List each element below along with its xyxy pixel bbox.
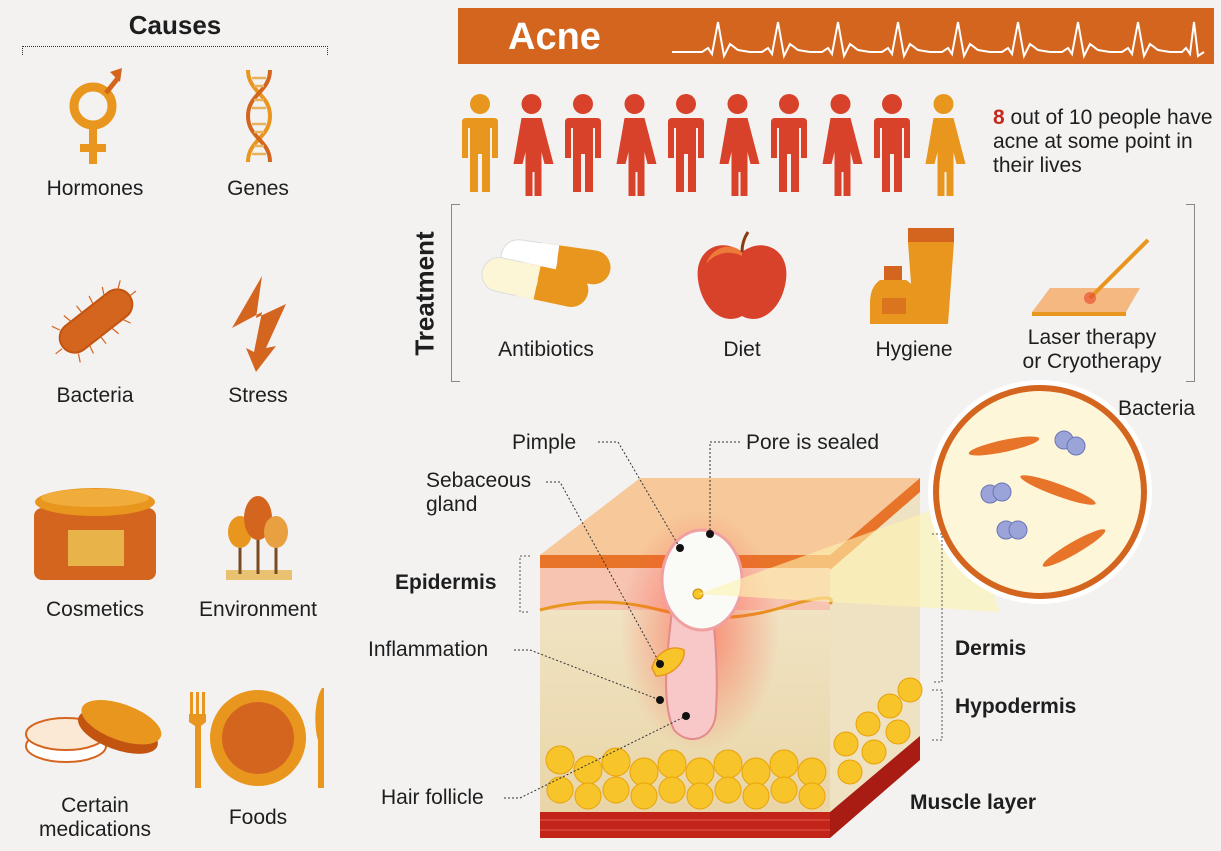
- laser-icon: [1032, 238, 1150, 316]
- label-pore-sealed: Pore is sealed: [746, 431, 880, 454]
- treatment-bracket-left: [451, 204, 460, 382]
- cause-label-environment: Environment: [199, 598, 317, 621]
- cause-label-genes: Genes: [227, 177, 289, 200]
- statistic-text: out of 10 people have acne at some point…: [993, 106, 1213, 177]
- person-with-acne-icon: [668, 94, 704, 192]
- causes-title: Causes: [128, 10, 222, 40]
- label-hair-follicle: Hair follicle: [381, 786, 484, 809]
- cause-label-cosmetics: Cosmetics: [45, 598, 145, 621]
- person-with-acne-icon: [822, 94, 863, 196]
- person-with-acne-icon: [719, 94, 760, 196]
- treatment-label-hygiene: Hygiene: [875, 338, 953, 361]
- person-with-acne-icon: [771, 94, 807, 192]
- label-epidermis: Epidermis: [395, 571, 497, 594]
- dna-icon: [245, 69, 273, 163]
- label-dermis: Dermis: [955, 637, 1027, 660]
- heartbeat-line-icon: [672, 21, 1205, 60]
- label-pimple: Pimple: [512, 431, 577, 454]
- people-row: [458, 92, 968, 196]
- statistic-number: 8: [993, 106, 1005, 129]
- apple-icon: [697, 231, 787, 319]
- gender-symbol-icon: [69, 68, 122, 164]
- label-bacteria-zoom: Bacteria: [1118, 397, 1196, 420]
- person-icon: [462, 94, 498, 192]
- treatment-bracket-right: [1186, 204, 1195, 382]
- cause-label-medications: Certain medications: [38, 794, 152, 841]
- label-hypodermis: Hypodermis: [955, 695, 1077, 718]
- cosmetic-jar-icon: [34, 488, 156, 580]
- trees-icon: [226, 496, 292, 580]
- person-icon: [925, 94, 966, 196]
- cause-label-bacteria: Bacteria: [56, 384, 134, 407]
- person-with-acne-icon: [874, 94, 910, 192]
- label-inflammation: Inflammation: [368, 638, 489, 661]
- cleanser-bottles-icon: [870, 228, 954, 324]
- capsules-icon: [481, 239, 611, 307]
- label-sebaceous-gland: Sebaceous gland: [426, 469, 532, 516]
- people-figures: [462, 94, 966, 196]
- title-banner: Acne: [458, 8, 1214, 64]
- treatment-label-laser: Laser therapy or Cryotherapy: [1022, 326, 1162, 373]
- page-title: Acne: [508, 16, 601, 58]
- treatment-label-antibiotics: Antibiotics: [498, 338, 594, 361]
- label-muscle-layer: Muscle layer: [910, 791, 1037, 814]
- cause-label-foods: Foods: [228, 806, 288, 829]
- plate-cutlery-icon: [189, 688, 324, 788]
- acne-statistic: 8 out of 10 people have acne at some poi…: [993, 106, 1213, 178]
- cause-label-stress: Stress: [228, 384, 288, 407]
- person-with-acne-icon: [513, 94, 554, 196]
- treatment-label-diet: Diet: [723, 338, 761, 361]
- lightning-icon: [232, 276, 286, 372]
- bacterium-icon: [51, 280, 137, 363]
- cause-label-hormones: Hormones: [46, 177, 144, 200]
- causes-divider: [22, 46, 328, 55]
- person-with-acne-icon: [565, 94, 601, 192]
- person-with-acne-icon: [616, 94, 657, 196]
- pill-box-icon: [25, 700, 162, 763]
